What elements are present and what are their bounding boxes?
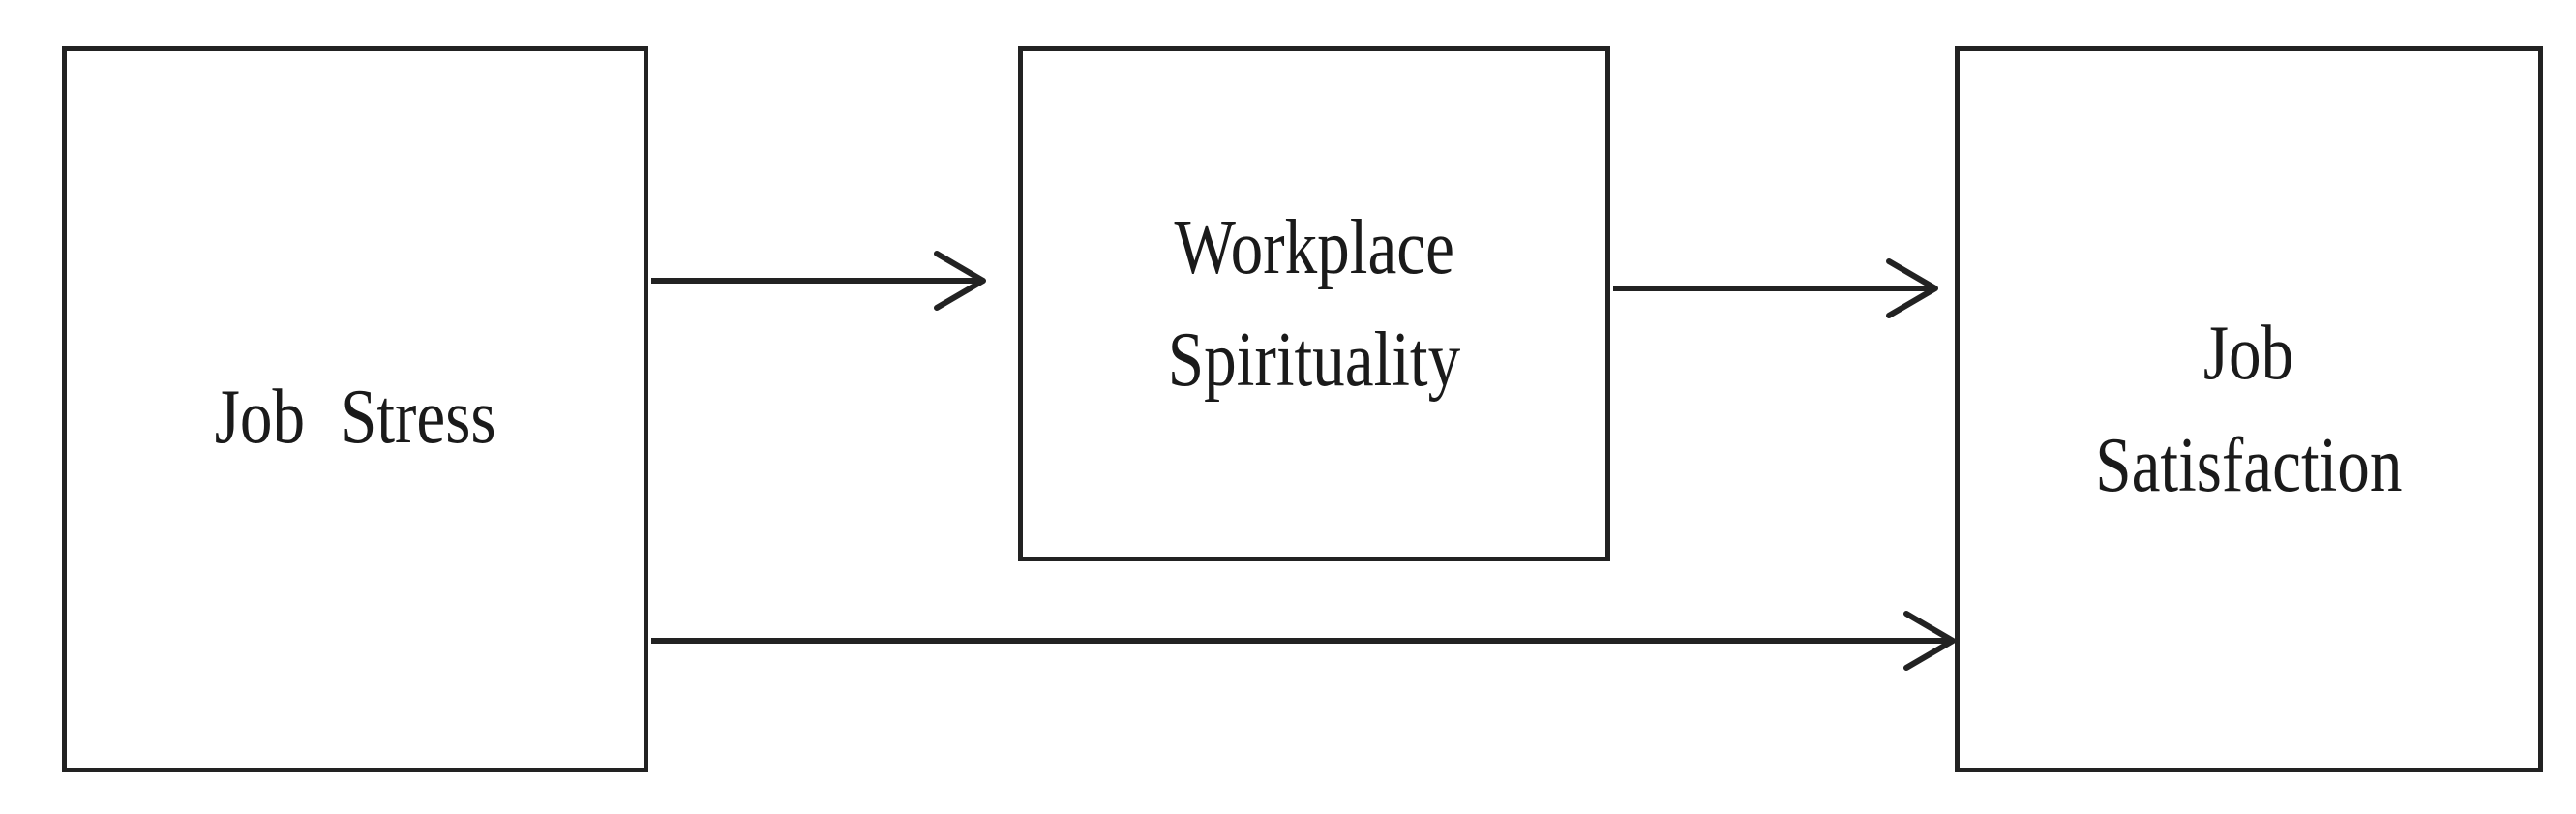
arrow-head: [1886, 258, 1938, 318]
node-label-job-stress: Job Stress: [214, 374, 496, 460]
arrow-job-stress-to-job-satisfaction: [651, 611, 1956, 671]
arrow-head: [934, 251, 986, 311]
arrow-workplace-spirituality-to-job-satisfaction: [1613, 258, 1938, 318]
node-label-spirituality: Spirituality: [1167, 317, 1461, 403]
node-workplace-spirituality: Workplace Spirituality: [1018, 46, 1610, 561]
arrow-job-stress-to-workplace-spirituality: [651, 251, 986, 311]
arrow-head: [1903, 611, 1956, 671]
node-label-satisfaction: Satisfaction: [2095, 423, 2403, 508]
node-job-stress: Job Stress: [62, 46, 648, 772]
node-job-satisfaction: Job Satisfaction: [1955, 46, 2543, 772]
node-label-workplace: Workplace: [1174, 205, 1454, 290]
node-label-job: Job: [2203, 311, 2294, 396]
